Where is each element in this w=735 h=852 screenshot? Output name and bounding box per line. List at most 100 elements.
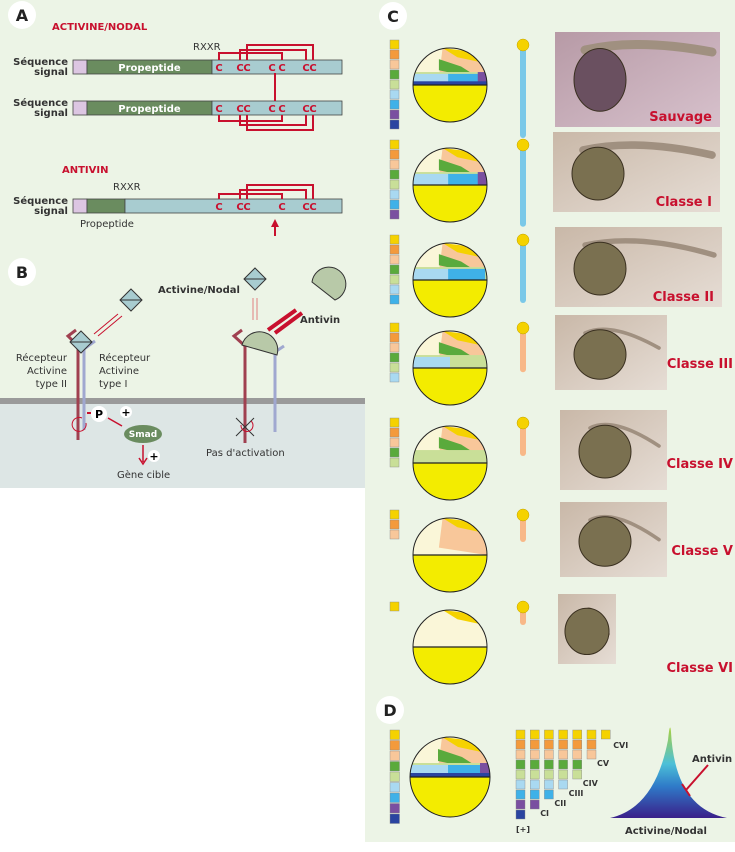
fate-square	[515, 769, 526, 780]
panel-label-d: D	[376, 696, 404, 724]
fate-square	[389, 813, 400, 824]
cysteine: C	[236, 63, 243, 74]
fate-square	[389, 601, 400, 612]
activation-arrow	[107, 417, 123, 427]
fate-region	[442, 518, 484, 533]
fate-square	[389, 761, 400, 772]
cysteine: C	[309, 63, 316, 74]
fate-square	[544, 729, 554, 740]
fate-region	[448, 73, 486, 85]
fate-square	[389, 39, 400, 50]
svg-text:A: A	[16, 6, 29, 25]
fate-square	[389, 189, 400, 200]
fate-square	[389, 729, 400, 740]
fate-square	[389, 139, 400, 150]
phosphorylation-arrow	[71, 416, 87, 432]
cysteine: C	[236, 202, 243, 213]
signal-label: signal	[34, 108, 68, 119]
fate-square	[389, 294, 400, 305]
phenotype-class-label: Classe V	[671, 544, 733, 559]
disulfide-bridges	[218, 184, 314, 199]
fate-square	[389, 322, 400, 333]
antivin-label: Antivin	[300, 315, 340, 326]
cysteine: C	[302, 104, 309, 115]
weak-equilibrium-arrows	[252, 298, 258, 320]
cysteine: C	[215, 202, 222, 213]
svg-text:C: C	[387, 7, 399, 26]
fate-square	[572, 729, 582, 740]
fate-square	[515, 799, 526, 810]
phenotype-row: Classe IV	[389, 410, 734, 501]
smad-protein: Smad	[124, 425, 162, 443]
fate-square	[389, 457, 400, 468]
fate-square	[389, 59, 400, 70]
embryo-outline	[409, 736, 491, 818]
fate-square	[389, 352, 400, 363]
panel-label-a: A	[8, 1, 36, 29]
fate-region	[413, 450, 487, 463]
mature-domain	[124, 198, 343, 214]
fate-square	[389, 109, 400, 120]
fate-square	[389, 119, 400, 130]
embryo-head	[516, 38, 530, 52]
embryo-outline	[412, 609, 488, 685]
fate-square	[389, 254, 400, 265]
fate-square	[389, 792, 400, 803]
fate-square	[530, 789, 540, 800]
fate-square	[544, 749, 554, 760]
embryo-yolk	[571, 146, 625, 201]
mature-domain	[211, 59, 343, 75]
fate-square	[530, 779, 540, 790]
plus-badge: +	[120, 406, 132, 419]
fate-square	[586, 739, 597, 750]
fate-square	[530, 739, 540, 750]
fate-square	[389, 529, 400, 540]
fate-square	[389, 89, 400, 100]
fate-square	[572, 739, 582, 750]
rxxr-label: RXXR	[193, 42, 221, 53]
embryo-yolk	[564, 607, 610, 656]
phenotype-class-label: Classe III	[667, 357, 733, 372]
fate-square	[389, 372, 400, 383]
svg-text:D: D	[383, 701, 396, 720]
phenotype-row: Classe II	[389, 227, 722, 318]
panel-b: Activine/Nodal Antivin Récepteur Activin…	[16, 266, 347, 481]
fate-square	[544, 739, 554, 750]
embryo-outline	[412, 425, 488, 501]
phenotype-class-label: Classe IV	[667, 457, 734, 472]
fate-square	[389, 149, 400, 160]
fate-square	[544, 769, 554, 780]
column-label: CV	[597, 759, 610, 768]
phospho-badge: P	[91, 406, 107, 422]
embryo-yolk	[578, 424, 632, 479]
inhibition-icon	[681, 764, 709, 797]
column-label: [+]	[516, 825, 530, 834]
fate-square	[515, 739, 526, 750]
fate-square	[586, 729, 597, 740]
fate-region	[477, 172, 487, 185]
fate-region	[413, 268, 450, 280]
fate-square	[558, 759, 568, 770]
signal-sequence	[72, 100, 88, 116]
receptor-type-ii	[231, 328, 247, 443]
fate-square	[389, 49, 400, 60]
fate-square	[389, 69, 400, 80]
fate-square	[544, 759, 554, 770]
phenotype-class-label: Classe II	[653, 290, 714, 305]
fate-square	[389, 199, 400, 210]
strong-equilibrium-arrows	[266, 308, 304, 335]
fate-region	[442, 148, 484, 163]
fate-square	[572, 759, 582, 770]
phenotype-row: Sauvage	[389, 32, 720, 138]
signal-label: Séquence	[13, 195, 68, 207]
panel-label-b: B	[8, 258, 36, 286]
fate-square	[389, 179, 400, 190]
svg-text:Activine: Activine	[99, 366, 139, 377]
cysteine: C	[302, 63, 309, 74]
gradient-label: Activine/Nodal	[625, 826, 707, 837]
antivin-title: ANTIVIN	[62, 165, 108, 176]
transcription-arrow	[138, 445, 148, 466]
